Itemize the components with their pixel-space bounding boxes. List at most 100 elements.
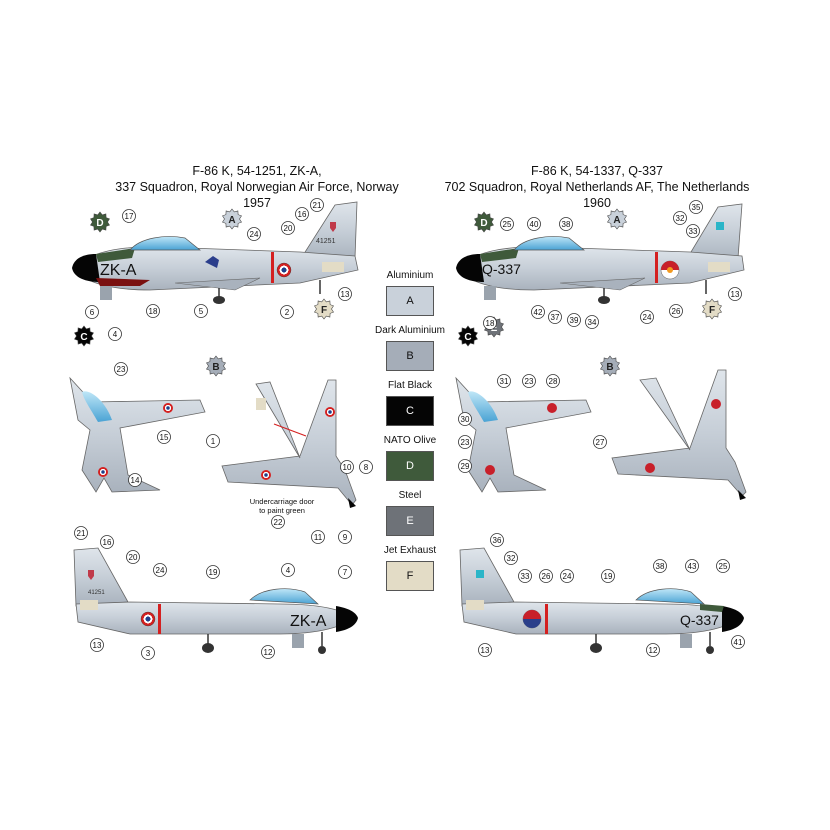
fuselage-code: ZK-A (290, 613, 327, 630)
canopy (513, 236, 585, 251)
callout-23: 23 (458, 435, 472, 449)
callout-number: 6 (90, 308, 95, 317)
callout-number: 36 (493, 536, 502, 545)
drop-tank (680, 634, 692, 648)
callout-12: 12 (261, 645, 275, 659)
callout-number: 22 (274, 518, 283, 527)
callout-number: 16 (298, 210, 307, 219)
callout-2: 2 (280, 305, 294, 319)
callout-21: 21 (310, 198, 324, 212)
wheel (706, 646, 714, 654)
undercarriage-note: Undercarriage door to paint green (232, 497, 332, 515)
roundel (140, 611, 156, 627)
left-side-view: 41251 ZK-A (72, 201, 359, 304)
callout-33: 33 (518, 569, 532, 583)
roundel (711, 399, 721, 409)
note-line1: Undercarriage door (249, 497, 315, 506)
color-marker-letter: D (96, 218, 103, 229)
callout-number: 38 (656, 562, 665, 571)
callout-24: 24 (640, 310, 654, 324)
drop-tank (484, 286, 496, 300)
callout-number: 15 (160, 433, 169, 442)
nose-cone (456, 254, 484, 282)
exhaust (708, 262, 730, 272)
legend-label: Steel (398, 490, 422, 501)
tail-serial: 41251 (88, 590, 105, 596)
tail-fin (73, 547, 129, 607)
callout-number: 13 (341, 290, 350, 299)
callout-number: 37 (551, 313, 560, 322)
color-marker-c: C (74, 325, 94, 347)
tail-fin (299, 201, 358, 261)
callout-40: 40 (527, 217, 541, 231)
callout-1: 1 (206, 434, 220, 448)
legend-swatch: A (386, 286, 434, 316)
legend-letter: D (406, 460, 414, 472)
callout-14: 14 (128, 473, 142, 487)
pilot-figure (205, 256, 219, 268)
callout-8: 8 (359, 460, 373, 474)
legend-dark-aluminium: Dark Aluminium B (370, 324, 450, 371)
squadron-badge (88, 570, 94, 580)
legend-nato-olive: NATO Olive D (370, 434, 450, 481)
callout-37: 37 (548, 310, 562, 324)
color-marker-f: F (702, 298, 722, 320)
callout-13: 13 (728, 287, 742, 301)
bottom-view-aircraft (221, 379, 357, 506)
title-left-line1: F-86 K, 54-1251, ZK-A, (192, 164, 322, 178)
wheel (202, 643, 214, 653)
legend-letter: F (406, 570, 414, 582)
callout-33: 33 (686, 224, 700, 238)
callout-18: 18 (483, 316, 497, 330)
callout-20: 20 (281, 221, 295, 235)
callout-number: 21 (77, 529, 86, 538)
callout-20: 20 (126, 550, 140, 564)
bottom-view-aircraft (611, 369, 747, 497)
nose-cone (72, 254, 100, 282)
callout-5: 5 (194, 304, 208, 318)
color-markers: ADCFBADCEFB (74, 208, 722, 377)
callout-13: 13 (478, 643, 492, 657)
callout-15: 15 (157, 430, 171, 444)
canopy (635, 588, 705, 605)
callout-number: 24 (563, 572, 572, 581)
callout-number: 38 (562, 220, 571, 229)
callout-number: 17 (125, 212, 134, 221)
callout-number: 31 (500, 377, 509, 386)
callout-number: 33 (689, 227, 698, 236)
callout-number: 25 (503, 220, 512, 229)
legend-letter: C (406, 405, 414, 417)
squadron-badge (476, 570, 484, 578)
roundel (261, 470, 271, 480)
callout-24: 24 (247, 227, 261, 241)
callout-36: 36 (490, 533, 504, 547)
legend-flat-black: Flat Black C (370, 379, 450, 426)
red-stripe (545, 604, 548, 634)
wheel (318, 646, 326, 654)
nose-cone-bottom (738, 490, 746, 500)
legend-swatch: B (386, 341, 434, 371)
callout-27: 27 (593, 435, 607, 449)
legend-steel: Steel E (370, 489, 450, 536)
canopy (249, 588, 319, 605)
color-marker-b: B (600, 355, 620, 377)
legend-swatch: C (386, 396, 434, 426)
right-planform-views (455, 369, 747, 500)
roundel (645, 463, 655, 473)
anti-glare-panel (700, 604, 724, 612)
fuselage-code: Q-337 (482, 261, 521, 277)
callout-22: 22 (271, 515, 285, 529)
callout-42: 42 (531, 305, 545, 319)
callout-13: 13 (90, 638, 104, 652)
callout-number: 19 (209, 568, 218, 577)
callout-number: 5 (199, 307, 204, 316)
tail-serial: 41251 (316, 238, 336, 245)
callout-number: 40 (530, 220, 539, 229)
callout-31: 31 (497, 374, 511, 388)
red-line (273, 423, 307, 437)
wing (174, 277, 261, 291)
callout-28: 28 (546, 374, 560, 388)
callout-4: 4 (281, 563, 295, 577)
callout-number: 13 (731, 290, 740, 299)
